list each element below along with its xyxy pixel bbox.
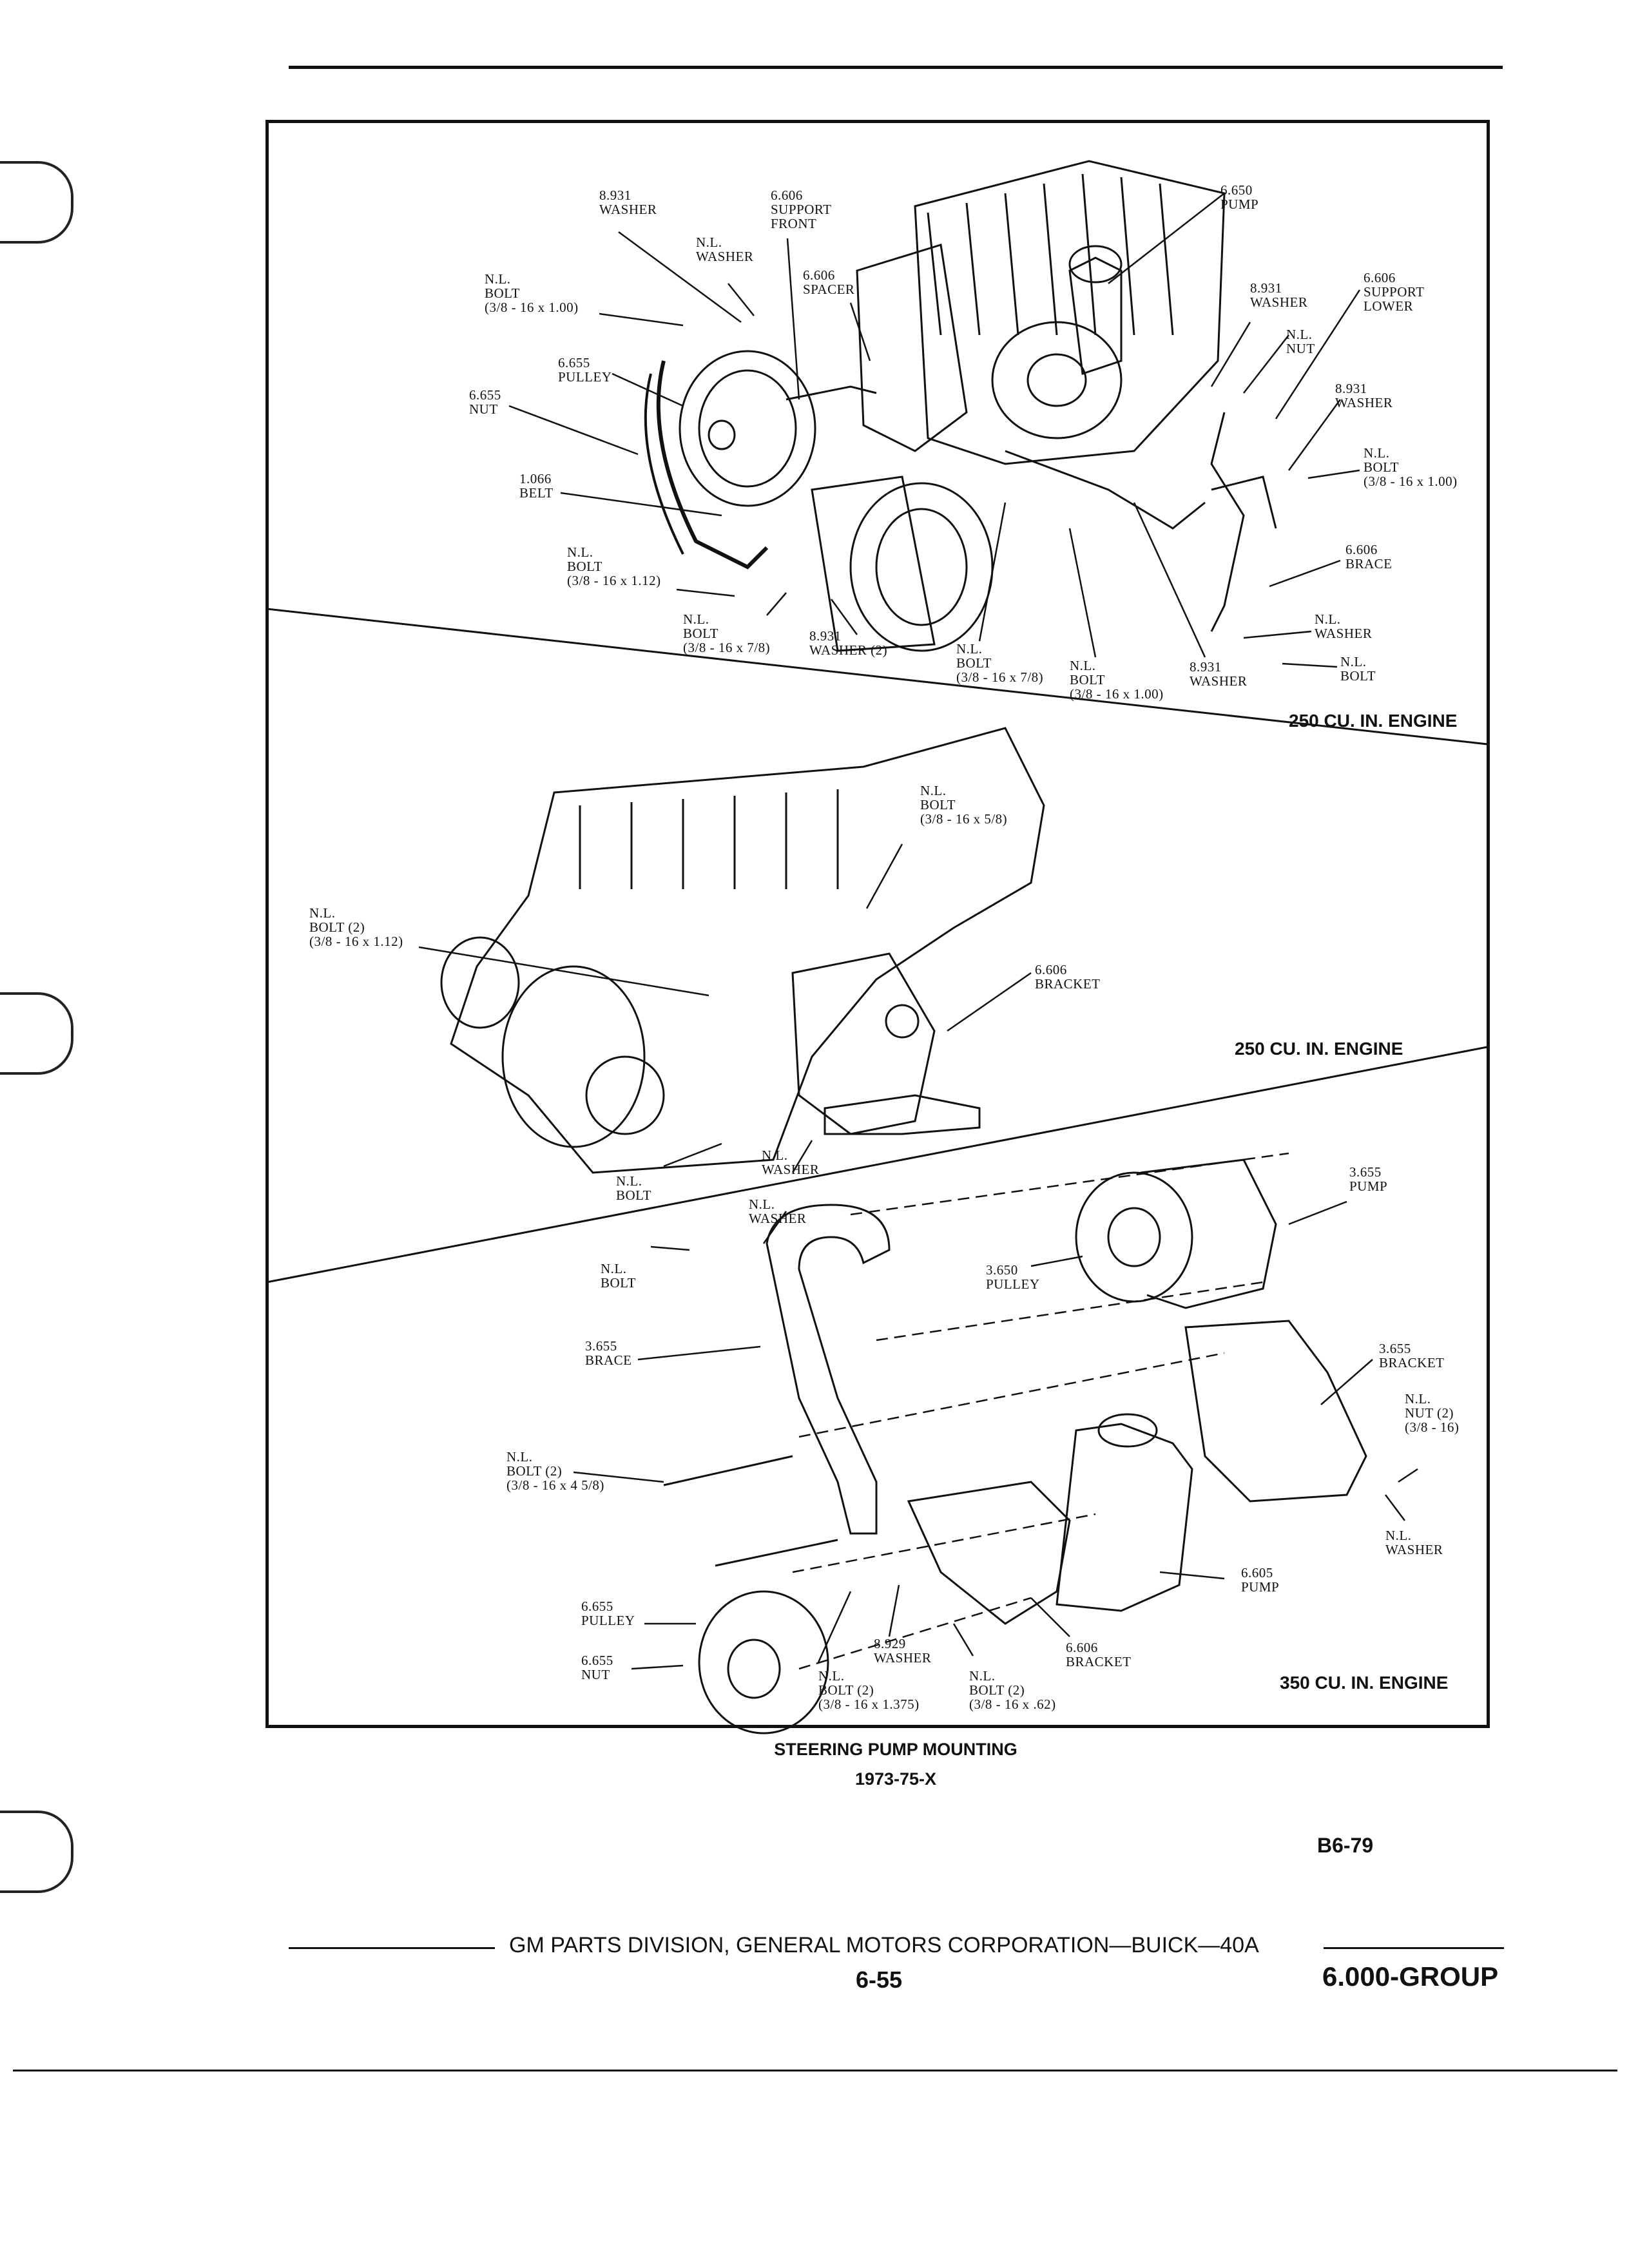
binder-hole-2: [0, 992, 73, 1075]
engine-illustration-middle: [440, 727, 1045, 1174]
panel-divider-1: [266, 608, 1488, 745]
engine-illustration-top: [811, 160, 1277, 652]
label-p3-8: N.L.WASHER: [1385, 1528, 1443, 1557]
label-p1-23: N.L.BOLT: [1340, 654, 1376, 684]
label-p2-4: N.L.WASHER: [762, 1148, 820, 1177]
engine-label-250-middle: 250 CU. IN. ENGINE: [1235, 1039, 1403, 1059]
label-p3-14: N.L.BOLT (2)(3/8 - 16 x 1.375): [818, 1668, 920, 1712]
footer-group: 6.000-GROUP: [1322, 1961, 1499, 1992]
label-p2-5: N.L.BOLT: [616, 1173, 651, 1203]
footer-publisher: GM PARTS DIVISION, GENERAL MOTORS CORPOR…: [509, 1933, 1259, 1957]
label-p1-5: N.L.BOLT(3/8 - 16 x 1.00): [485, 271, 579, 315]
engine-label-350: 350 CU. IN. ENGINE: [1280, 1673, 1449, 1693]
label-p1-20: N.L.BOLT(3/8 - 16 x 1.00): [1364, 445, 1458, 489]
binder-hole-3: [0, 1811, 73, 1893]
label-p3-15: N.L.BOLT (2)(3/8 - 16 x .62): [969, 1668, 1056, 1712]
label-p1-9: N.L.BOLT(3/8 - 16 x 1.12): [567, 544, 661, 588]
footer-rule-right: [1324, 1947, 1504, 1949]
label-p1-3: N.L.WASHER: [696, 235, 754, 264]
engine-illustration-bottom: [663, 1158, 1367, 1735]
label-p3-7: N.L.NUT (2)(3/8 - 16): [1405, 1391, 1460, 1435]
figure-frame: [265, 120, 1490, 1728]
figure-caption-title: STEERING PUMP MOUNTING: [774, 1740, 1017, 1759]
label-p3-2: N.L.BOLT: [601, 1261, 636, 1291]
bottom-rule: [13, 2070, 1617, 2071]
panel-divider-2: [266, 1046, 1488, 1283]
footer-rule-left: [289, 1947, 495, 1949]
binder-hole-1: [0, 161, 73, 244]
footer-page-number: 6-55: [856, 1966, 903, 1993]
label-p1-13: N.L.BOLT(3/8 - 16 x 1.00): [1070, 658, 1164, 702]
label-p3-1: N.L.WASHER: [749, 1196, 807, 1226]
engine-label-250-top: 250 CU. IN. ENGINE: [1289, 711, 1458, 731]
label-p1-17: N.L.NUT: [1286, 327, 1315, 356]
top-rule: [289, 66, 1503, 69]
figure-code: B6-79: [1317, 1834, 1374, 1857]
label-p1-22: N.L.WASHER: [1315, 611, 1373, 641]
label-p1-12: N.L.BOLT(3/8 - 16 x 7/8): [956, 641, 1044, 685]
label-p2-2: N.L.BOLT (2)(3/8 - 16 x 1.12): [309, 905, 403, 949]
label-p3-9: N.L.BOLT (2)(3/8 - 16 x 4 5/8): [506, 1449, 604, 1493]
figure-caption-subtitle: 1973-75-X: [854, 1769, 937, 1789]
label-p2-1: N.L.BOLT(3/8 - 16 x 5/8): [920, 783, 1008, 827]
label-p1-10: N.L.BOLT(3/8 - 16 x 7/8): [683, 611, 771, 655]
